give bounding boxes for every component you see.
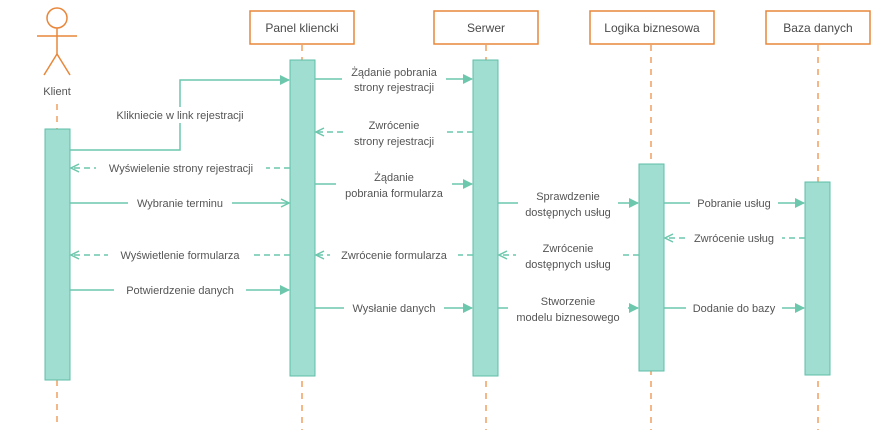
label-bg: [342, 64, 446, 96]
message-label: Sprawdzenie: [536, 191, 600, 203]
message-label: Żądanie: [374, 171, 414, 184]
message-label: Wyświetlenie formularza: [120, 250, 240, 262]
label-bg: [336, 169, 452, 202]
participant-serwer: Serwer: [433, 10, 539, 45]
activation-baza: [804, 181, 831, 376]
message-label: Klikniecie w link rejestracji: [116, 110, 243, 122]
label-bg: [344, 300, 444, 316]
label-bg: [128, 195, 232, 211]
participant-baza: Baza danych: [765, 10, 871, 45]
activations: [44, 59, 831, 381]
message-zadanie-formularza: Żądanie pobrania formularza: [315, 169, 473, 202]
message-label: Wybranie terminu: [137, 198, 223, 210]
message-label: modelu biznesowego: [516, 312, 619, 324]
message-label: dostępnych usług: [525, 259, 611, 271]
message-label: Potwierdzenie danych: [126, 285, 234, 297]
message-dodanie-do-bazy: Dodanie do bazy: [664, 300, 805, 316]
message-label: Zwrócenie: [543, 243, 594, 255]
message-label: Stworzenie: [541, 296, 595, 308]
participant-logika: Logika biznesowa: [589, 10, 715, 45]
participant-box: [589, 10, 715, 45]
message-label: Zwrócenie: [369, 120, 420, 132]
message-zwrocenie-formularza: Zwrócenie formularza: [316, 247, 473, 263]
actor-leg-right: [56, 53, 71, 76]
participant-label: Serwer: [467, 21, 505, 35]
actor-klient: Klient: [37, 7, 77, 98]
activation-klient: [44, 128, 71, 381]
message-zadanie-strony: Żądanie pobrania strony rejestracji: [315, 64, 473, 96]
label-bg: [516, 240, 620, 273]
message-stworzenie-modelu: Stworzenie modelu biznesowego: [498, 293, 639, 326]
actor-label: Klient: [43, 86, 71, 98]
participant-panel: Panel kliencki: [249, 10, 355, 45]
message-wyswietlenie-formularza: Wyświetlenie formularza: [71, 247, 290, 263]
participant-label: Panel kliencki: [265, 21, 338, 35]
message-label: Wysłanie danych: [352, 303, 435, 315]
activation-logika: [638, 163, 665, 372]
participant-box: [765, 10, 871, 45]
message-label: dostępnych usług: [525, 207, 611, 219]
activation-serwer: [472, 59, 499, 377]
message-klikniecie: Klikniecie w link rejestracji: [70, 75, 290, 151]
messages: Klikniecie w link rejestracji Żądanie po…: [70, 64, 805, 326]
label-bg: [104, 107, 256, 123]
message-zwrocenie-uslug: Zwrócenie usług: [665, 230, 805, 246]
message-label: Żądanie pobrania: [351, 66, 438, 79]
label-bg: [508, 293, 628, 326]
message-label: Wyświelenie strony rejestracji: [109, 163, 253, 175]
message-pobranie-uslug: Pobranie usług: [664, 195, 805, 211]
participant-label: Baza danych: [783, 21, 852, 35]
message-potwierdzenie-danych: Potwierdzenie danych: [70, 282, 290, 298]
label-bg: [686, 300, 782, 316]
label-bg: [344, 117, 444, 150]
label-bg: [114, 282, 246, 298]
message-zwrocenie-dostepnych: Zwrócenie dostępnych usług: [499, 240, 639, 273]
label-bg: [686, 230, 782, 246]
participant-label: Logika biznesowa: [604, 21, 700, 35]
label-bg: [518, 188, 618, 221]
participant-box: [433, 10, 539, 45]
label-bg: [96, 160, 266, 176]
label-bg: [330, 247, 458, 263]
activation-panel: [289, 59, 316, 377]
label-bg: [690, 195, 778, 211]
message-label: Zwrócenie formularza: [341, 250, 448, 262]
message-label: Pobranie usług: [697, 198, 770, 210]
actor-leg-left: [43, 53, 58, 76]
message-label: strony rejestracji: [354, 82, 434, 94]
actor-head: [46, 7, 68, 29]
message-sprawdzenie-uslug: Sprawdzenie dostępnych usług: [498, 188, 639, 221]
label-bg: [108, 247, 252, 263]
message-label: Zwrócenie usług: [694, 233, 774, 245]
message-zwrocenie-strony: Zwrócenie strony rejestracji: [316, 117, 473, 150]
message-label: Dodanie do bazy: [693, 303, 776, 315]
message-wybranie-terminu: Wybranie terminu: [70, 195, 289, 211]
message-wyslanie-danych: Wysłanie danych: [315, 300, 473, 316]
message-label: strony rejestracji: [354, 136, 434, 148]
message-label: pobrania formularza: [345, 188, 444, 200]
participant-box: [249, 10, 355, 45]
message-wyswielenie-strony: Wyświelenie strony rejestracji: [71, 160, 290, 176]
